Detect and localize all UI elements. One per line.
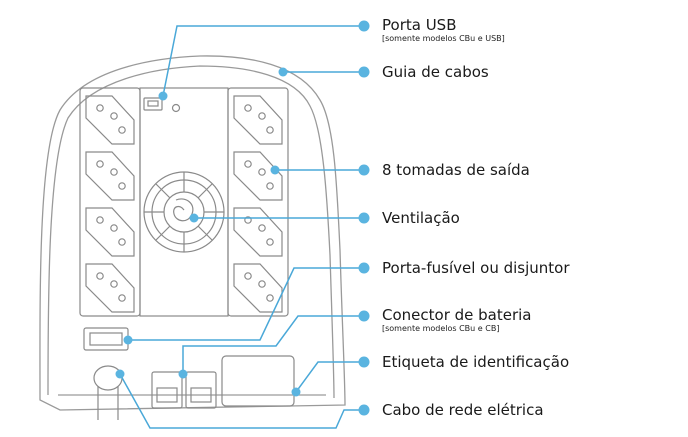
fan-icon bbox=[143, 171, 225, 253]
leader-dots bbox=[115, 20, 370, 416]
outlet bbox=[233, 207, 283, 257]
outlet bbox=[233, 263, 283, 313]
label-main: Ventilação bbox=[382, 209, 460, 227]
label-cable-guide: Guia de cabos bbox=[382, 63, 489, 81]
label-main: Cabo de rede elétrica bbox=[382, 401, 544, 419]
label-battery-connector: Conector de bateria [somente modelos CBu… bbox=[382, 306, 532, 334]
fuse-holder bbox=[83, 327, 129, 351]
label-main: Porta USB bbox=[382, 16, 457, 34]
outlet-strip-right bbox=[227, 87, 289, 317]
label-id-tag: Etiqueta de identificação bbox=[382, 353, 569, 371]
outlet bbox=[233, 95, 283, 145]
outlet bbox=[85, 207, 135, 257]
label-outlets: 8 tomadas de saída bbox=[382, 161, 530, 179]
label-power-cable: Cabo de rede elétrica bbox=[382, 401, 544, 419]
label-sub: [somente modelos CBu e USB] bbox=[382, 34, 505, 43]
label-main: Etiqueta de identificação bbox=[382, 353, 570, 371]
label-main: 8 tomadas de saída bbox=[382, 161, 530, 179]
battery-connectors bbox=[151, 371, 217, 409]
outlet bbox=[85, 95, 135, 145]
label-main: Conector de bateria bbox=[382, 306, 532, 324]
outlet bbox=[85, 151, 135, 201]
label-main: Porta-fusível ou disjuntor bbox=[382, 259, 570, 277]
device-body bbox=[39, 55, 346, 411]
usb-port-icon bbox=[143, 97, 163, 111]
label-usb-port: Porta USB [somente modelos CBu e USB] bbox=[382, 16, 505, 44]
outlet bbox=[233, 151, 283, 201]
label-ventilation: Ventilação bbox=[382, 209, 460, 227]
outlet-strip-left bbox=[79, 87, 141, 317]
id-tag bbox=[221, 355, 295, 407]
leader-lines bbox=[119, 25, 362, 429]
label-fuse-holder: Porta-fusível ou disjuntor bbox=[382, 259, 570, 277]
label-sub: [somente modelos CBu e CB] bbox=[382, 324, 500, 333]
center-panel bbox=[139, 87, 229, 317]
outlet bbox=[85, 263, 135, 313]
label-main: Guia de cabos bbox=[382, 63, 489, 81]
